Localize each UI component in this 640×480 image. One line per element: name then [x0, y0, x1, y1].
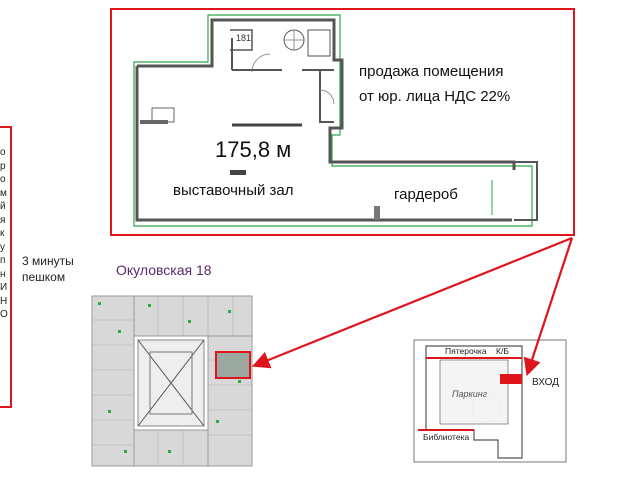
side-info-letter: р — [0, 160, 6, 172]
side-info-letter: Н — [0, 295, 8, 307]
sale-info-line2: от юр. лица НДС 22% — [359, 88, 511, 105]
side-info-letter: о — [0, 147, 6, 158]
side-info-letter: й — [0, 201, 6, 212]
entrance-label: ВХОД — [532, 377, 559, 388]
address-label: Окуловская 18 — [116, 262, 212, 278]
kb-label: К/Б — [496, 346, 509, 356]
side-info-box — [0, 126, 12, 408]
side-info-letter: о — [0, 174, 6, 185]
area-label: 175,8 м — [215, 137, 292, 162]
side-info-letter: м — [0, 187, 7, 199]
room-number: 181 — [236, 33, 252, 43]
arrow-to-entrance — [523, 237, 574, 377]
side-info-letter: к — [0, 228, 5, 239]
side-info-letter: у — [0, 241, 5, 253]
walk-time-line1: 3 минуты — [22, 254, 74, 268]
sale-info-line1: продажа помещения — [359, 63, 504, 80]
side-info-letter: н — [0, 268, 6, 280]
parking-label: Паркинг — [452, 389, 488, 399]
floor-plan-drawing — [133, 14, 538, 227]
shop-label: Пятерочка — [445, 346, 487, 356]
side-info-letter: И — [0, 282, 8, 293]
arrow-to-building — [251, 236, 573, 369]
site-map — [413, 339, 567, 463]
building-complex-plan — [91, 295, 253, 467]
side-info-letter: О — [0, 309, 8, 320]
exhibition-hall-label: выставочный зал — [173, 182, 294, 199]
walk-time-line2: пешком — [22, 270, 66, 284]
library-label: Библиотека — [423, 432, 470, 442]
side-info-letter: п — [0, 255, 6, 266]
wardrobe-label: гардероб — [394, 186, 458, 203]
side-info-letter: я — [0, 214, 6, 226]
